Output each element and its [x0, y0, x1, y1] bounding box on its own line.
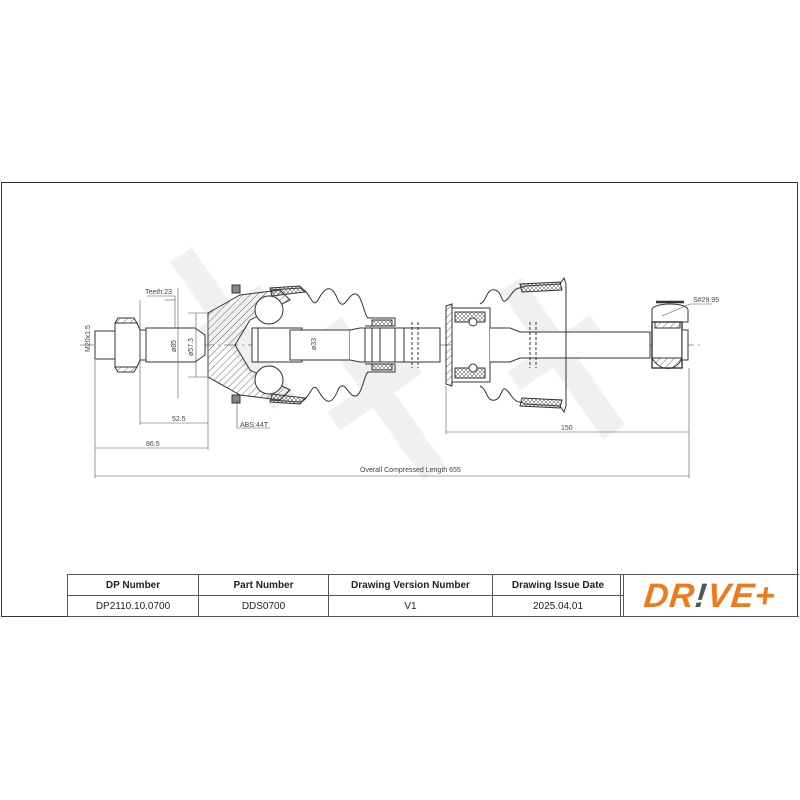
- drawing-frame: [1, 182, 798, 617]
- header-dp-number: DP Number: [67, 574, 199, 596]
- brand-logo-cell: DR!VE+: [620, 574, 799, 617]
- dimension-150: 150: [561, 425, 573, 432]
- header-issue-date: Drawing Issue Date: [492, 574, 624, 596]
- overall-length-label: Overall Compressed Length 655: [360, 467, 461, 474]
- dimension-labels: M20x1.5 Teeth:23 ø85 ø57.3 ø33 ABS:44T S…: [85, 289, 719, 474]
- abs-label: ABS:44T: [240, 422, 269, 429]
- shaft-diameter-label: ø33: [311, 338, 318, 350]
- value-dp-number: DP2110.10.0700: [67, 595, 199, 617]
- header-drawing-version: Drawing Version Number: [328, 574, 493, 596]
- outer-diameter-label: ø85: [171, 340, 178, 352]
- inner-diameter-label: ø57.3: [188, 338, 195, 356]
- title-block-header-row: DP Number Part Number Drawing Version Nu…: [67, 574, 624, 596]
- value-part-number: DDS0700: [198, 595, 329, 617]
- dimension-86-5: 86.5: [146, 441, 160, 448]
- teeth-label: Teeth:23: [145, 289, 172, 296]
- title-block-value-row: DP2110.10.0700 DDS0700 V1 2025.04.01: [67, 595, 624, 617]
- hex-size-label: S#29.95: [693, 297, 719, 304]
- value-issue-date: 2025.04.01: [492, 595, 624, 617]
- header-part-number: Part Number: [198, 574, 329, 596]
- drive-plus-logo: DR!VE+: [642, 576, 778, 615]
- thread-label: M20x1.5: [85, 325, 92, 352]
- title-block: DP Number Part Number Drawing Version Nu…: [67, 574, 624, 617]
- dimension-52-5: 52.5: [172, 416, 186, 423]
- value-drawing-version: V1: [328, 595, 493, 617]
